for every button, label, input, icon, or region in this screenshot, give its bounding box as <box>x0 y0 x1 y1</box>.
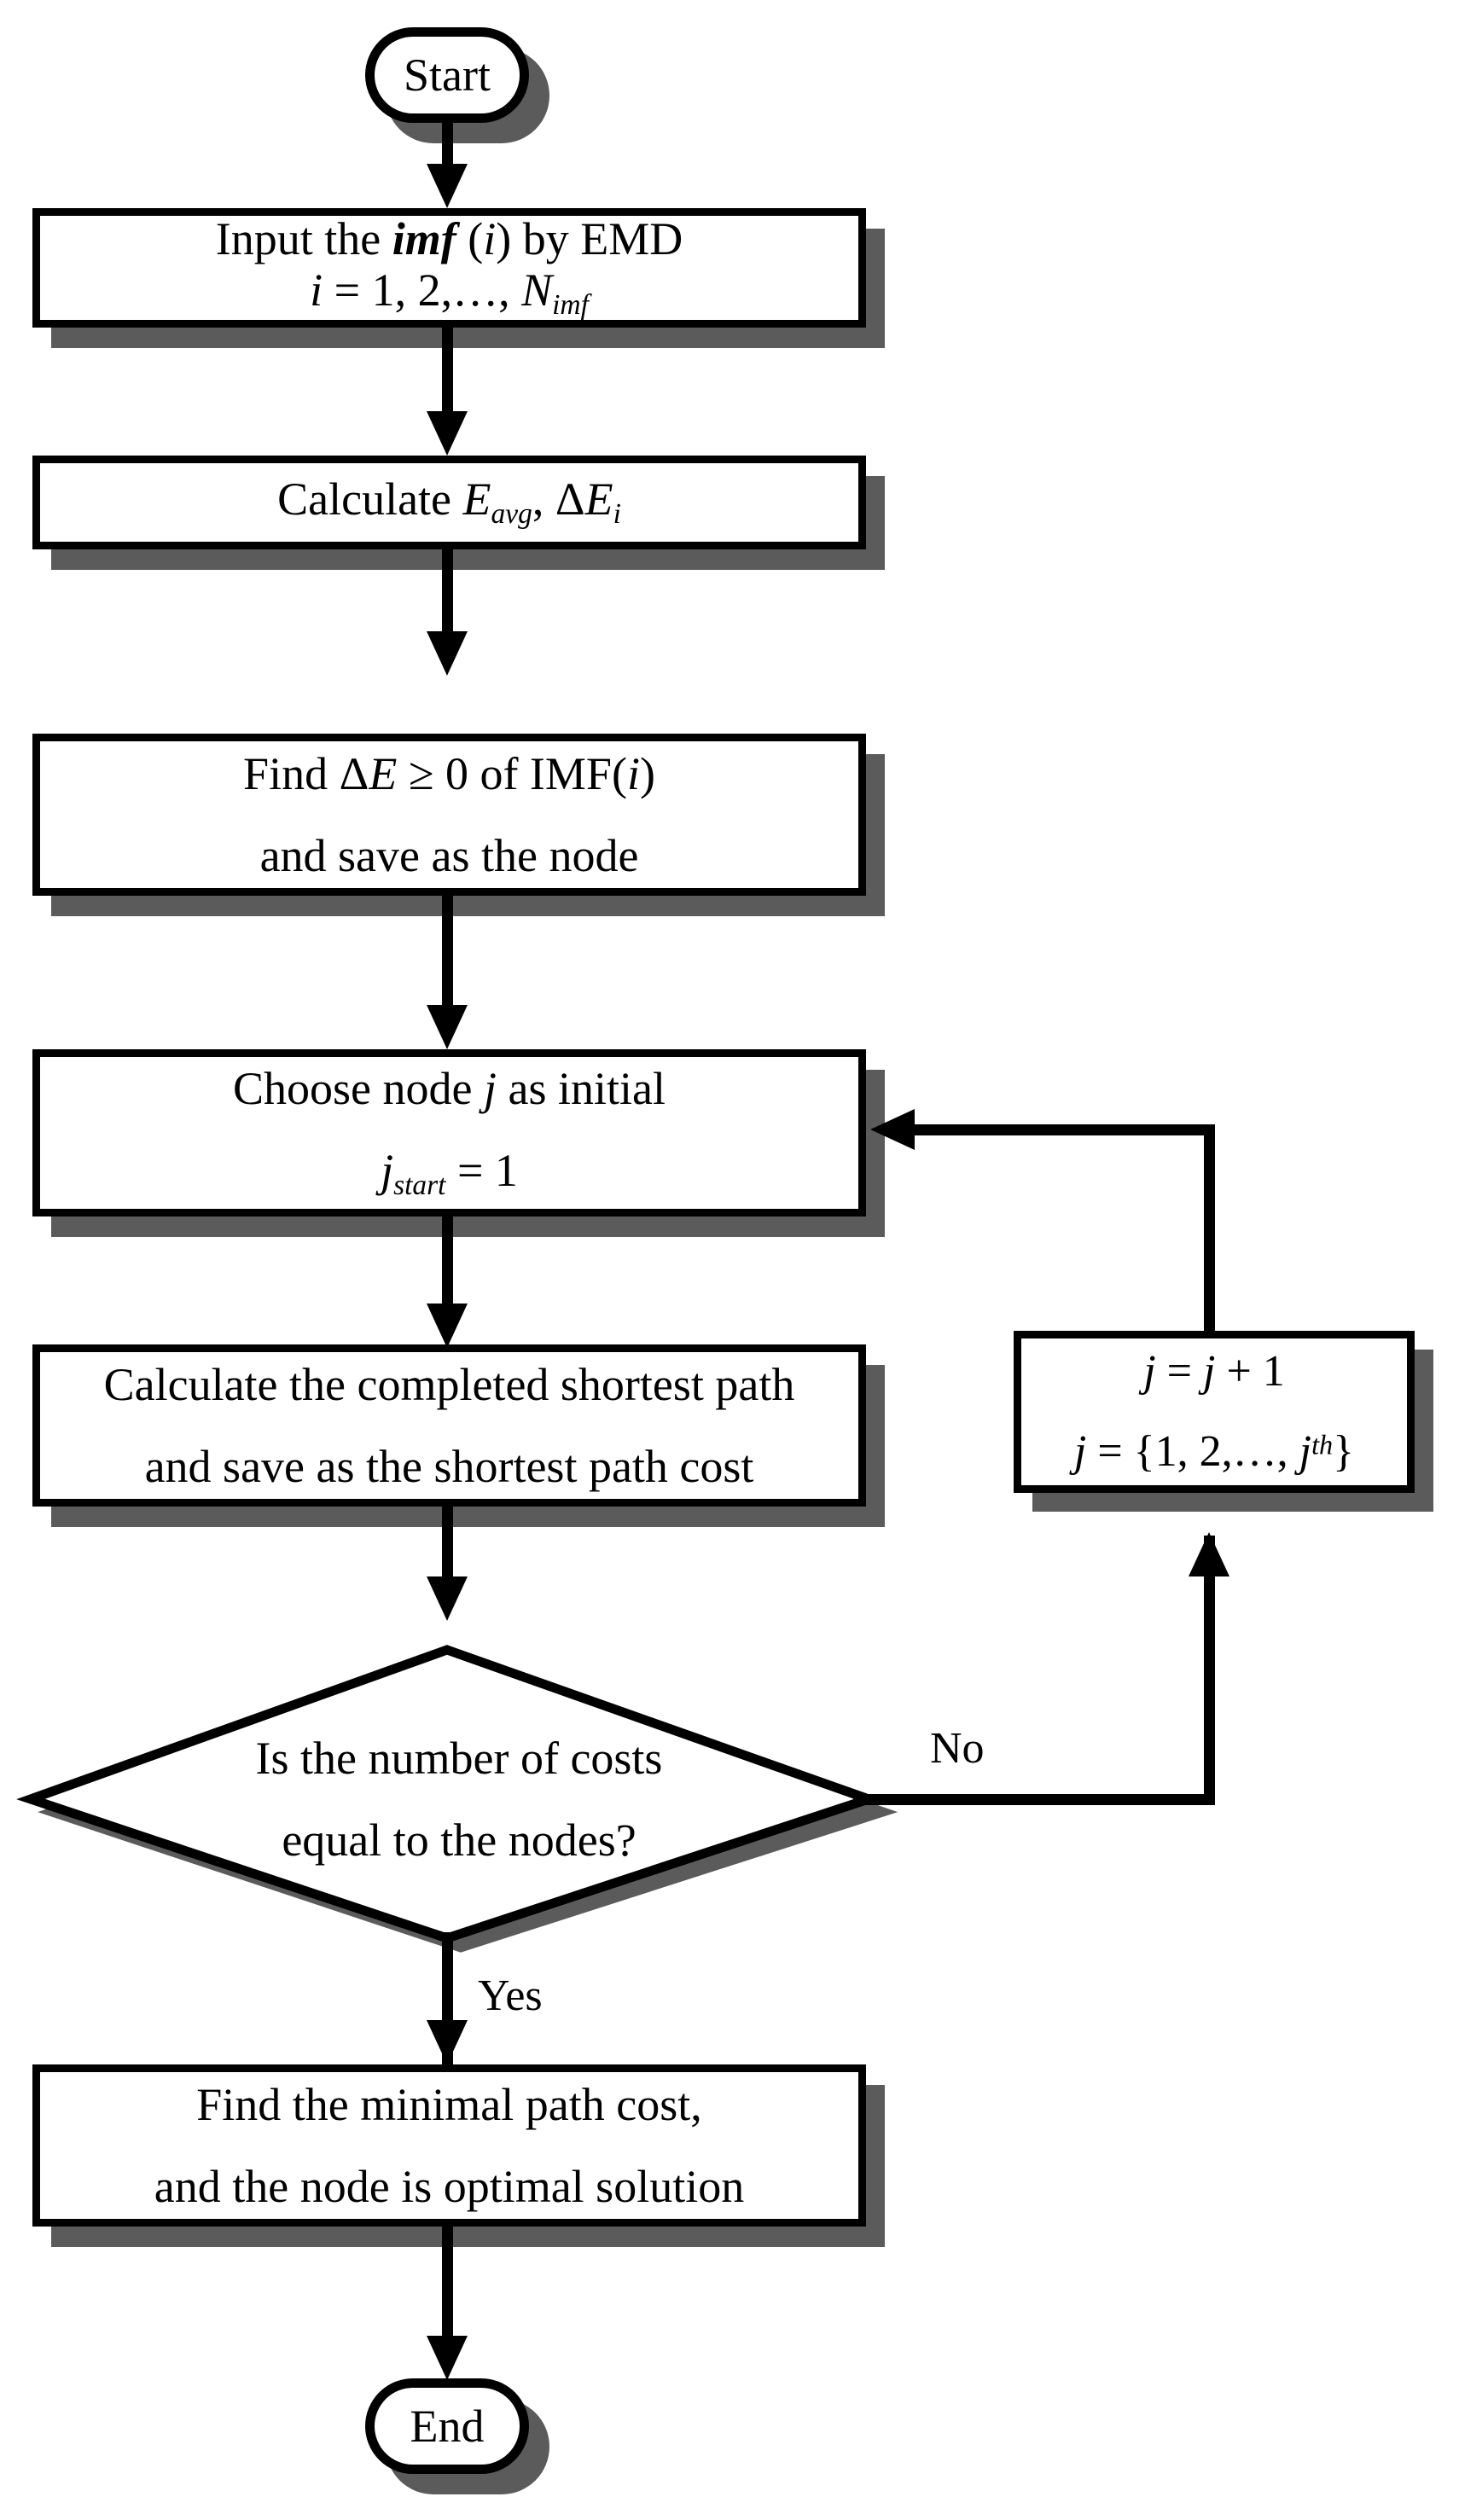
connector-no-horizontal <box>853 1794 1215 1805</box>
input-imf-node[interactable]: Input the imf (i) by EMD i = 1, 2,…, Nim… <box>32 208 866 328</box>
arrowhead-calc-energy-to-find-delta <box>427 631 468 676</box>
find-min-node[interactable]: Find the minimal path cost, and the node… <box>32 2064 866 2227</box>
arrowhead-no-to-increment <box>1189 1532 1229 1576</box>
edge-label-yes: Yes <box>478 1971 543 2020</box>
connector-feedback-horizontal <box>915 1124 1215 1135</box>
calc-path-line-1: Calculate the completed shortest path <box>103 1359 795 1410</box>
input-imf-line-2: i = 1, 2,…, Nimf <box>310 264 589 322</box>
calc-energy-line-1: Calculate Eavg, ΔEi <box>277 473 621 531</box>
connector-find-delta-to-choose-node <box>442 896 453 1034</box>
end-node-label: End <box>410 2401 485 2452</box>
arrowhead-feedback-to-choose-node <box>870 1109 915 1150</box>
connector-feedback-vertical <box>1204 1124 1215 1336</box>
find-delta-line-2: and save as the node <box>259 830 639 881</box>
start-node[interactable]: Start <box>365 27 529 123</box>
choose-node-line-1: Choose node j as initial <box>233 1063 666 1115</box>
decision-node[interactable]: Is the number of costs equal to the node… <box>15 1641 903 1957</box>
edge-label-no: No <box>930 1724 985 1773</box>
find-delta-node[interactable]: Find ΔE ≥ 0 of IMF(i) and save as the no… <box>32 734 866 896</box>
calc-energy-node[interactable]: Calculate Eavg, ΔEi <box>32 456 866 549</box>
choose-node-node[interactable]: Choose node j as initial jstart = 1 <box>32 1049 866 1216</box>
find-min-line-2: and the node is optimal solution <box>154 2161 745 2212</box>
arrowhead-start-to-input <box>427 164 468 208</box>
increment-j-line-1: j = j + 1 <box>1143 1347 1285 1396</box>
start-node-label: Start <box>404 49 491 101</box>
calc-path-node[interactable]: Calculate the completed shortest path an… <box>32 1344 866 1507</box>
increment-j-line-2: j = {1, 2,…, jth} <box>1073 1427 1355 1476</box>
decision-node-outline <box>16 1645 883 1943</box>
find-min-line-1: Find the minimal path cost, <box>196 2079 702 2130</box>
arrowhead-find-delta-to-choose-node <box>427 1005 468 1049</box>
arrowhead-yes-to-find-min <box>427 2020 468 2064</box>
end-node[interactable]: End <box>365 2378 529 2474</box>
input-imf-line-1: Input the imf (i) by EMD <box>215 213 683 264</box>
arrowhead-input-to-calc-energy <box>427 411 468 456</box>
calc-path-line-2: and save as the shortest path cost <box>144 1441 754 1492</box>
choose-node-line-2: jstart = 1 <box>381 1145 518 1202</box>
connector-no-vertical-up <box>1204 1536 1215 1805</box>
increment-j-node[interactable]: j = j + 1 j = {1, 2,…, jth} <box>1014 1331 1415 1493</box>
connector-find-min-to-end <box>442 2227 453 2365</box>
find-delta-line-1: Find ΔE ≥ 0 of IMF(i) <box>243 748 655 799</box>
arrowhead-choose-node-to-calc-path <box>427 1304 468 1348</box>
arrowhead-find-min-to-end <box>427 2336 468 2380</box>
arrowhead-calc-path-to-decision <box>427 1576 468 1621</box>
